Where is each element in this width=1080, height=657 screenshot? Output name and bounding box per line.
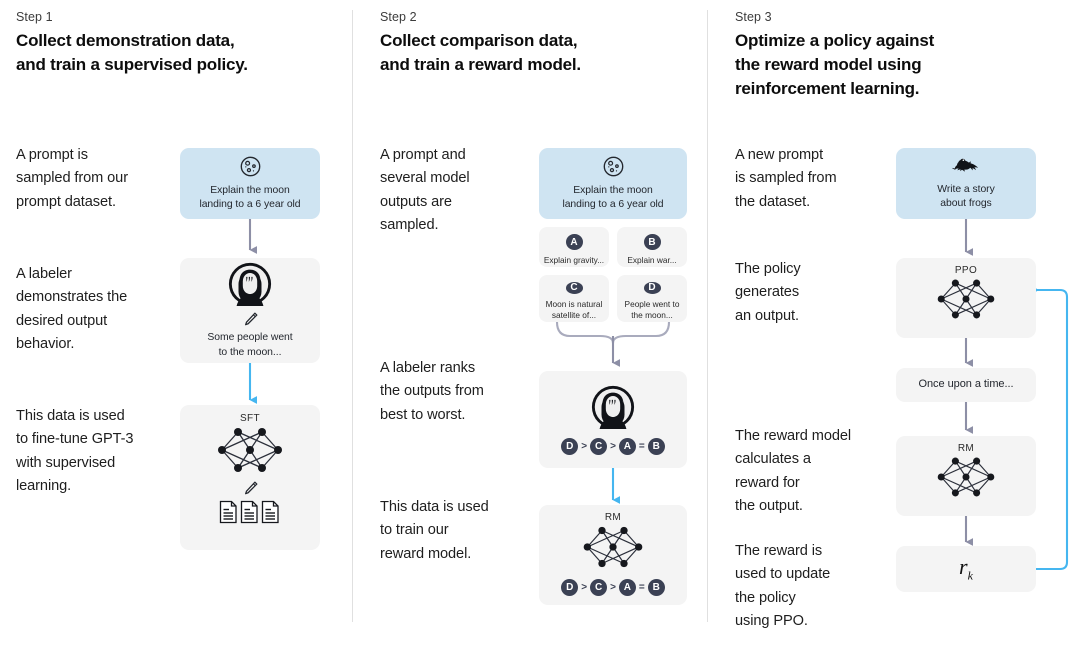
rank-item-4: B: [647, 579, 665, 596]
ranking-row: D > C > A = B: [561, 438, 665, 455]
rm-tag: RM: [604, 512, 622, 523]
option-badge-d: D: [643, 282, 661, 294]
step-2-reward-model-box[interactable]: RM D > C > A = B: [539, 505, 687, 605]
step-3-prompt-box[interactable]: Write a story about frogs: [896, 148, 1036, 219]
labeler-avatar-icon: [591, 385, 635, 430]
option-card-d[interactable]: D People went to the moon...: [617, 275, 687, 322]
column-divider-1: [352, 10, 353, 622]
rank-item-3: A: [618, 579, 636, 596]
step-3-output-caption: Once upon a time...: [918, 378, 1014, 391]
option-card-a[interactable]: A Explain gravity...: [539, 227, 609, 267]
documents-icon: [219, 500, 279, 524]
ranking-row: D > C > A = B: [561, 579, 665, 596]
reward-symbol-base: r: [959, 554, 968, 580]
step-3-paragraph-3: The reward model calculates a reward for…: [735, 428, 852, 515]
option-badge-b: B: [643, 234, 661, 251]
step-1-prompt-box[interactable]: Explain the moon landing to a 6 year old: [180, 148, 320, 219]
step-1-sft-box[interactable]: SFT: [180, 405, 320, 550]
option-card-c[interactable]: C Moon is natural satellite of...: [539, 275, 609, 322]
moon-icon: [240, 156, 260, 177]
step-3-label: Step 3: [735, 10, 772, 24]
ppo-tag: PPO: [954, 265, 978, 276]
step-3-title: Optimize a policy against the reward mod…: [735, 31, 935, 99]
rank-item-1: D: [561, 438, 579, 455]
step-3-paragraph-1: A new prompt is sampled from the dataset…: [735, 147, 837, 210]
rank-item-4: B: [647, 438, 665, 455]
option-text-d: People went to the moon...: [624, 298, 680, 321]
neural-network-icon: [218, 428, 282, 472]
rank-item-2: C: [590, 438, 608, 455]
rm-tag: RM: [957, 443, 975, 454]
step-2-title: Collect comparison data, and train a rew…: [380, 31, 581, 75]
option-text-c: Moon is natural satellite of...: [545, 298, 603, 321]
option-text-b: Explain war...: [627, 255, 677, 266]
neural-network-icon: [583, 526, 643, 568]
step-1-labeler-box[interactable]: Some people went to the moon...: [180, 258, 320, 363]
step-1-paragraph-1: A prompt is sampled from our prompt data…: [16, 147, 128, 210]
rank-op-3: =: [638, 441, 645, 452]
option-badge-a: A: [565, 234, 583, 251]
step-1-label: Step 1: [16, 10, 53, 24]
rank-item-1: D: [561, 579, 579, 596]
rank-op-1: >: [581, 441, 588, 452]
step-2-paragraph-1: A prompt and several model outputs are s…: [380, 147, 470, 234]
step-3-reward-model-box[interactable]: RM: [896, 436, 1036, 516]
frog-icon: [951, 158, 978, 172]
step-2-column: Step 2 Collect comparison data, and trai…: [364, 0, 716, 657]
step-1-paragraph-3: This data is used to fine-tune GPT-3 wit…: [16, 408, 134, 495]
step-2-label: Step 2: [380, 10, 417, 24]
step-2-prompt-caption: Explain the moon landing to a 6 year old: [562, 184, 664, 210]
step-3-paragraph-2: The policy generates an output.: [735, 261, 801, 324]
rank-item-2: C: [590, 579, 608, 596]
step-1-prompt-caption: Explain the moon landing to a 6 year old: [199, 184, 301, 210]
rank-op-3: =: [638, 582, 645, 593]
option-badge-c: C: [565, 282, 583, 294]
step-3-prompt-caption: Write a story about frogs: [937, 183, 995, 209]
step-2-paragraph-3: This data is used to train our reward mo…: [380, 499, 489, 562]
neural-network-icon: [937, 279, 995, 319]
step-1-column: Step 1 Collect demonstration data, and t…: [0, 0, 352, 657]
neural-network-icon: [937, 457, 995, 497]
rank-op-2: >: [610, 582, 616, 593]
sft-tag: SFT: [239, 413, 261, 424]
step-2-ranking-box[interactable]: D > C > A = B: [539, 371, 687, 468]
moon-icon: [603, 156, 623, 177]
step-1-labeler-caption: Some people went to the moon...: [207, 332, 293, 358]
rank-item-3: A: [618, 438, 636, 455]
rank-op-1: >: [581, 582, 588, 593]
rank-op-2: >: [610, 441, 616, 452]
pencil-icon: [244, 481, 257, 495]
step-3-output-box[interactable]: Once upon a time...: [896, 368, 1036, 402]
labeler-avatar-icon: [228, 263, 272, 307]
step-1-paragraph-2: A labeler demonstrates the desired outpu…: [16, 266, 128, 353]
column-divider-2: [707, 10, 708, 622]
step-2-prompt-box[interactable]: Explain the moon landing to a 6 year old: [539, 148, 687, 219]
step-3-reward-scalar-box[interactable]: rk: [896, 546, 1036, 592]
reward-symbol-subscript: k: [967, 568, 973, 583]
step-3-policy-box[interactable]: PPO: [896, 258, 1036, 338]
step-3-column: Step 3 Optimize a policy against the rew…: [719, 0, 1071, 657]
option-text-a: Explain gravity...: [543, 255, 605, 266]
option-card-b[interactable]: B Explain war...: [617, 227, 687, 267]
reward-scalar-symbol: rk: [959, 554, 973, 583]
step-1-title: Collect demonstration data, and train a …: [16, 31, 248, 75]
step-3-paragraph-4: The reward is used to update the policy …: [735, 543, 831, 630]
pencil-icon: [244, 312, 257, 326]
step-2-paragraph-2: A labeler ranks the outputs from best to…: [380, 360, 484, 423]
